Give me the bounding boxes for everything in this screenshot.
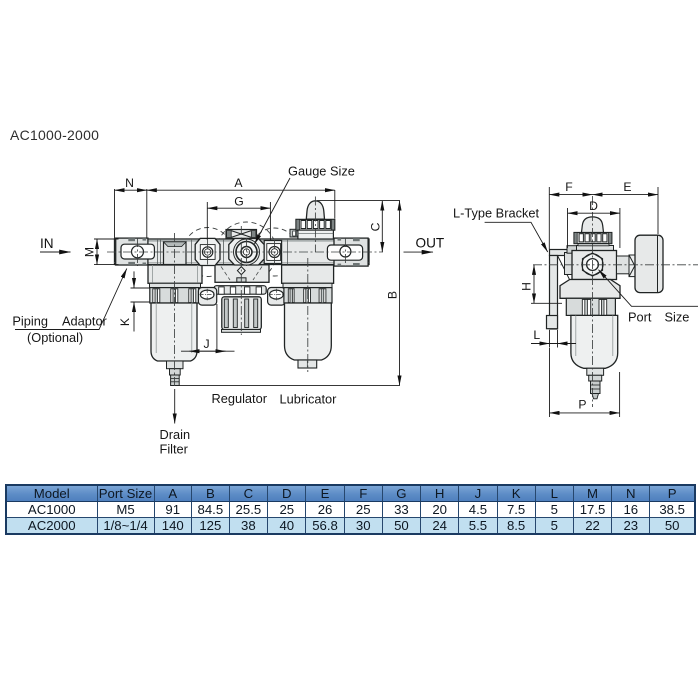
svg-text:B: B — [386, 291, 400, 299]
svg-text:M: M — [83, 247, 97, 257]
svg-text:H: H — [520, 282, 534, 291]
svg-text:Size: Size — [665, 309, 690, 324]
svg-text:J: J — [203, 337, 209, 351]
svg-text:Regulator: Regulator — [212, 391, 268, 406]
svg-text:OUT: OUT — [416, 236, 445, 251]
svg-text:N: N — [125, 176, 134, 190]
svg-text:G: G — [234, 194, 243, 208]
svg-text:C: C — [369, 222, 383, 231]
svg-text:L-Type Bracket: L-Type Bracket — [453, 206, 540, 221]
svg-text:A: A — [234, 176, 243, 190]
svg-text:Piping: Piping — [12, 313, 48, 328]
svg-text:Lubricator: Lubricator — [280, 392, 338, 407]
svg-text:(Optional): (Optional) — [27, 330, 83, 345]
svg-text:L: L — [533, 328, 540, 342]
svg-text:E: E — [623, 180, 631, 194]
svg-text:Gauge Size: Gauge Size — [288, 164, 355, 179]
svg-text:K: K — [118, 318, 132, 326]
svg-text:Filter: Filter — [160, 442, 189, 457]
svg-text:P: P — [578, 398, 586, 412]
svg-text:F: F — [565, 180, 572, 194]
svg-text:Drain: Drain — [160, 427, 191, 442]
svg-text:D: D — [589, 199, 598, 213]
svg-text:Port: Port — [628, 309, 652, 324]
svg-text:IN: IN — [40, 236, 54, 251]
svg-text:Adaptor: Adaptor — [62, 313, 108, 328]
